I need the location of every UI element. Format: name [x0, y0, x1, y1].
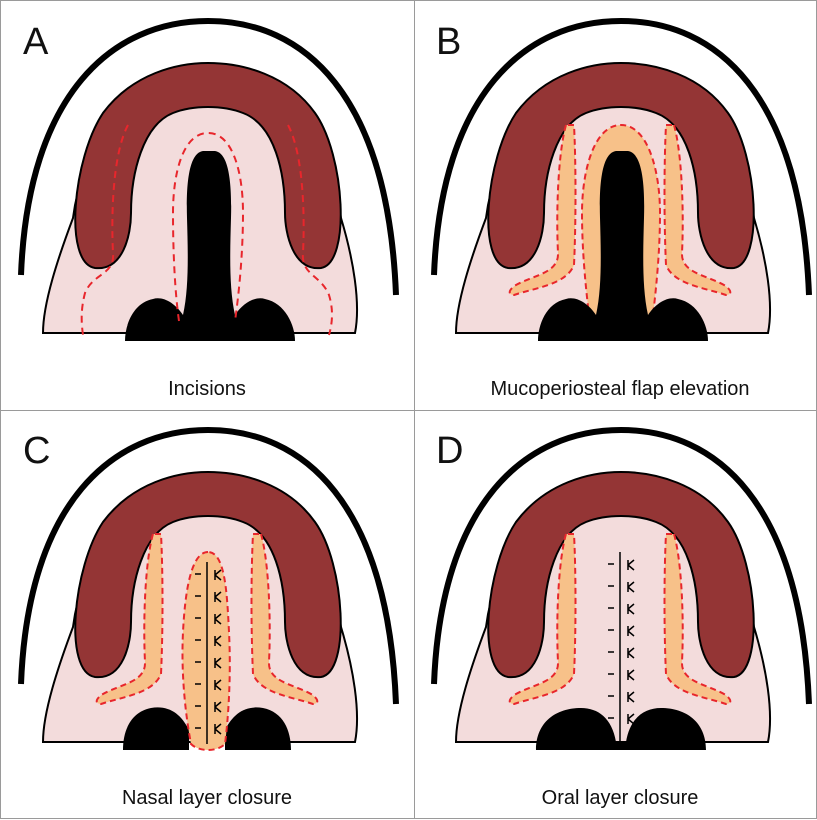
panel-caption: Incisions: [3, 379, 411, 399]
panel-label: B: [436, 23, 461, 61]
panel-b: B Mucoperiosteal flap elevation: [416, 3, 817, 411]
closed-nasal-layer: [182, 552, 229, 750]
panel-caption: Mucoperiosteal flap elevation: [416, 379, 817, 399]
palate-illustration-nasal-closure: [3, 412, 411, 820]
panel-label: C: [23, 432, 50, 470]
palate-illustration-oral-closure: [416, 412, 817, 820]
panel-label: A: [23, 23, 48, 61]
palate-illustration-flap-elevation: [416, 3, 817, 411]
palate-illustration-incisions: [3, 3, 411, 411]
panel-a: A Incisions: [3, 3, 411, 411]
panel-d: D Oral layer closure: [416, 412, 817, 820]
panel-label: D: [436, 432, 463, 470]
panel-caption: Oral layer closure: [416, 788, 817, 808]
panel-c: C Nasal layer closure: [3, 412, 411, 820]
panel-caption: Nasal layer closure: [3, 788, 411, 808]
